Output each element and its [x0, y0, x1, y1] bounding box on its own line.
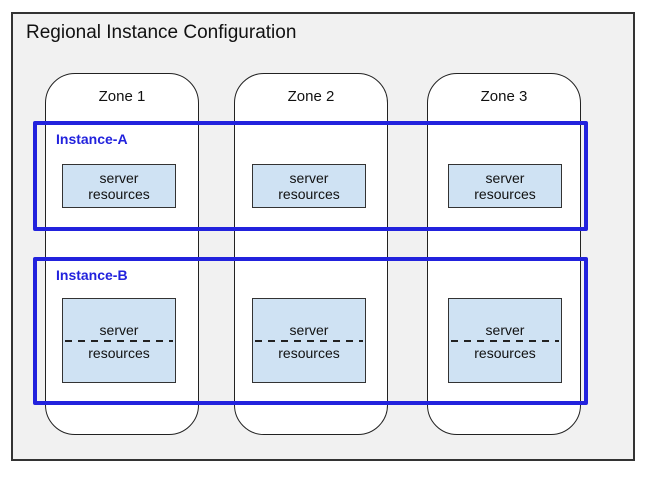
server-resources-box-a3: server resources	[448, 164, 562, 208]
server-resources-a2-line1: server	[289, 170, 329, 186]
server-resources-box-a1: server resources	[62, 164, 176, 208]
server-resources-box-a2: server resources	[252, 164, 366, 208]
dashed-divider	[451, 339, 559, 342]
server-resources-a3-line1: server	[485, 170, 525, 186]
instance-a-box: Instance-A	[33, 121, 588, 231]
server-resources-b1-line1: server	[99, 321, 139, 338]
server-resources-box-b1: server resources	[62, 298, 176, 383]
server-resources-b3-line1: server	[485, 321, 525, 338]
server-resources-a2-line2: resources	[278, 186, 340, 202]
zone-3-label: Zone 3	[480, 88, 528, 105]
diagram-title: Regional Instance Configuration	[26, 22, 297, 43]
server-resources-b2-line1: server	[289, 321, 329, 338]
server-resources-a3-line2: resources	[474, 186, 536, 202]
server-resources-b3-line2: resources	[474, 344, 536, 361]
zone-2-label: Zone 2	[287, 88, 335, 105]
instance-b-box: Instance-B	[33, 257, 588, 405]
zone-1-label: Zone 1	[98, 88, 146, 105]
server-resources-a1-line1: server	[99, 170, 139, 186]
server-resources-box-b3: server resources	[448, 298, 562, 383]
instance-b-label: Instance-B	[56, 267, 128, 283]
server-resources-b2-line2: resources	[278, 344, 340, 361]
server-resources-a1-line2: resources	[88, 186, 150, 202]
server-resources-box-b2: server resources	[252, 298, 366, 383]
dashed-divider	[65, 339, 173, 342]
instance-a-label: Instance-A	[56, 131, 128, 147]
dashed-divider	[255, 339, 363, 342]
server-resources-b1-line2: resources	[88, 344, 150, 361]
